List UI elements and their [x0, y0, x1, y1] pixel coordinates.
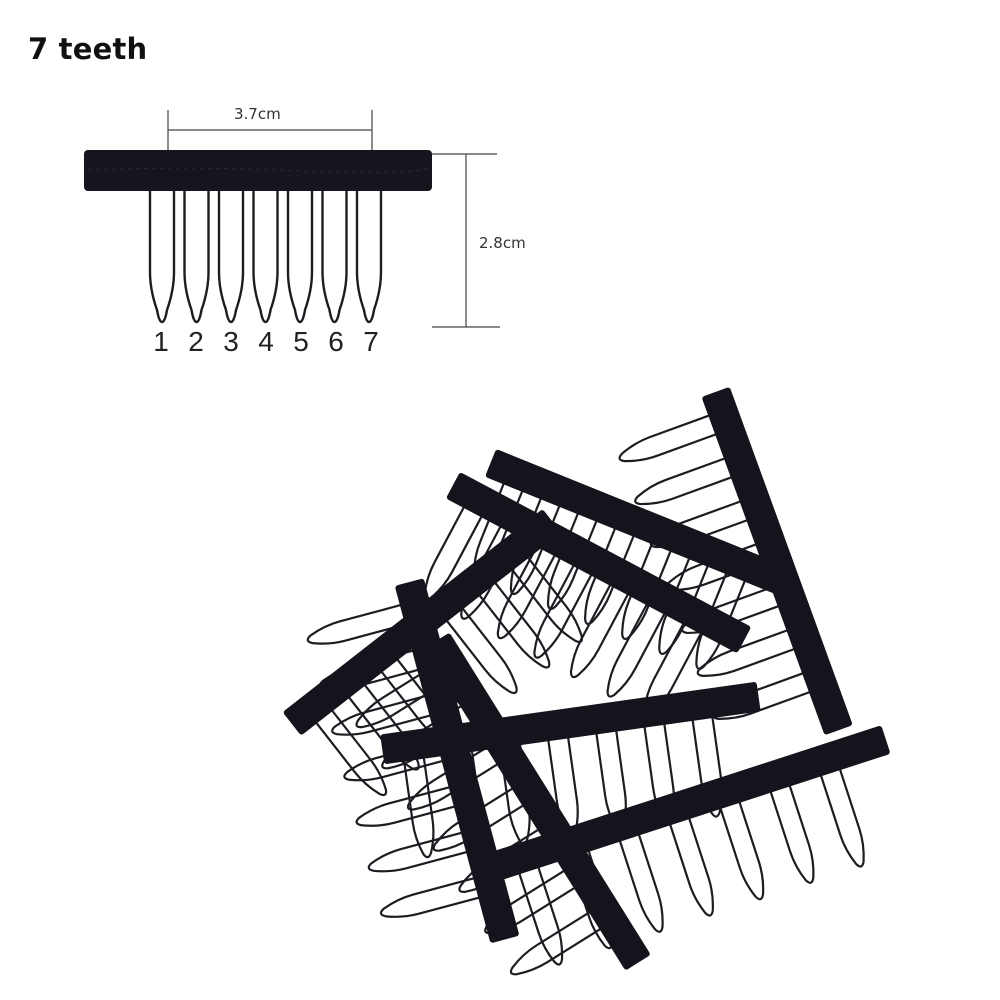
comb-tooth: [355, 785, 459, 827]
tooth-number-4: 4: [258, 326, 274, 357]
comb-tooth: [367, 830, 471, 873]
comb-tooth: [621, 540, 673, 641]
comb-tooth: [533, 562, 594, 659]
comb-tooth: [313, 707, 388, 797]
comb-tooth: [509, 909, 604, 976]
comb-tooth: [183, 188, 210, 324]
comb-tooth: [718, 798, 765, 901]
comb-tooth: [517, 863, 564, 966]
comb-tooth: [546, 510, 599, 611]
comb-tooth: [606, 601, 667, 698]
dimension-lines: [167, 110, 500, 328]
comb-tooth: [695, 570, 748, 670]
tooth-number-3: 3: [223, 326, 239, 357]
comb-tooth: [476, 579, 551, 669]
comb-tooth: [379, 876, 483, 918]
comb-tooth: [618, 413, 720, 463]
comb-tooth: [406, 744, 501, 811]
tooth-number-2: 2: [188, 326, 204, 357]
title-text: 7 teeth: [28, 32, 148, 66]
single-comb-diagram: [84, 150, 432, 324]
comb-tooth: [331, 694, 434, 736]
height-dimension-label: 2.8cm: [479, 234, 526, 252]
width-dimension-label: 3.7cm: [234, 105, 281, 123]
comb-fabric-band: [84, 150, 432, 191]
comb-fabric-band: [395, 578, 519, 943]
comb-tooth: [402, 754, 435, 859]
comb-tooth: [668, 814, 714, 917]
comb-tooth: [286, 188, 314, 324]
comb-tooth: [444, 605, 518, 695]
comb-tooth: [432, 785, 527, 852]
comb-tooth: [355, 662, 450, 729]
comb-tooth: [818, 765, 865, 868]
comb-tooth: [768, 782, 815, 884]
comb-fabric-band: [702, 387, 852, 735]
comb-tooth: [343, 739, 446, 782]
tooth-number-5: 5: [293, 326, 309, 357]
comb-tooth: [569, 581, 631, 679]
comb-fabric-band: [446, 472, 751, 653]
comb-pile: [283, 387, 890, 976]
comb-tooth: [306, 603, 410, 645]
comb-tooth: [217, 188, 245, 324]
tooth-number-6: 6: [328, 326, 344, 357]
comb-tooth: [696, 628, 798, 677]
comb-tooth: [252, 188, 279, 324]
comb-tooth: [658, 555, 710, 656]
tooth-number-7: 7: [363, 326, 379, 357]
comb-fabric-band: [425, 633, 650, 970]
comb-tooth: [617, 831, 664, 933]
comb-fabric-band: [485, 449, 792, 596]
tooth-number-1: 1: [153, 326, 169, 357]
comb-tooth: [583, 525, 636, 626]
comb-tooth: [148, 188, 176, 324]
comb-tooth: [321, 188, 348, 324]
comb-fabric-band: [492, 726, 890, 880]
comb-tooth: [634, 456, 735, 506]
comb-tooth: [496, 542, 558, 640]
comb-tooth: [355, 188, 383, 324]
comb-fabric-band: [380, 682, 761, 764]
